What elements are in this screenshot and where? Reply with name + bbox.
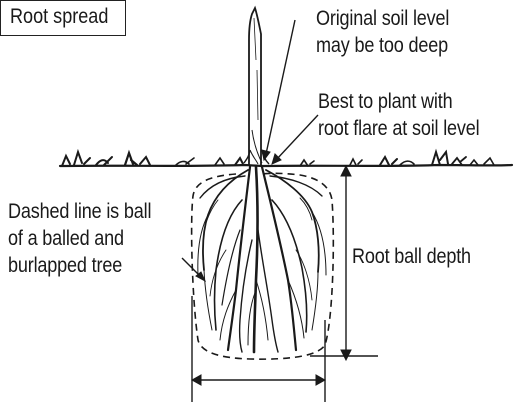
- original-soil-level-label: Original soil level may be too deep: [316, 5, 449, 59]
- root-ball-outline: [192, 173, 334, 359]
- original-soil-line-2: may be too deep: [316, 32, 449, 59]
- original-soil-line-1: Original soil level: [316, 5, 449, 32]
- root-ball-depth-label: Root ball depth: [352, 243, 471, 270]
- dashed-line-label: Dashed line is ball of a balled and burl…: [8, 198, 151, 279]
- best-plant-line-2: root flare at soil level: [318, 115, 480, 142]
- root-spread-label: Root spread: [10, 3, 108, 30]
- dashed-line-2: of a balled and: [8, 225, 151, 252]
- dashed-line-3: burlapped tree: [8, 252, 151, 279]
- tree-trunk: [244, 8, 269, 166]
- dashed-line-1: Dashed line is ball: [8, 198, 151, 225]
- best-to-plant-label: Best to plant with root flare at soil le…: [318, 88, 480, 142]
- spread-dimension: [192, 296, 325, 402]
- root-system: [198, 167, 326, 352]
- soil-surface: [60, 152, 512, 166]
- best-plant-line-1: Best to plant with: [318, 88, 480, 115]
